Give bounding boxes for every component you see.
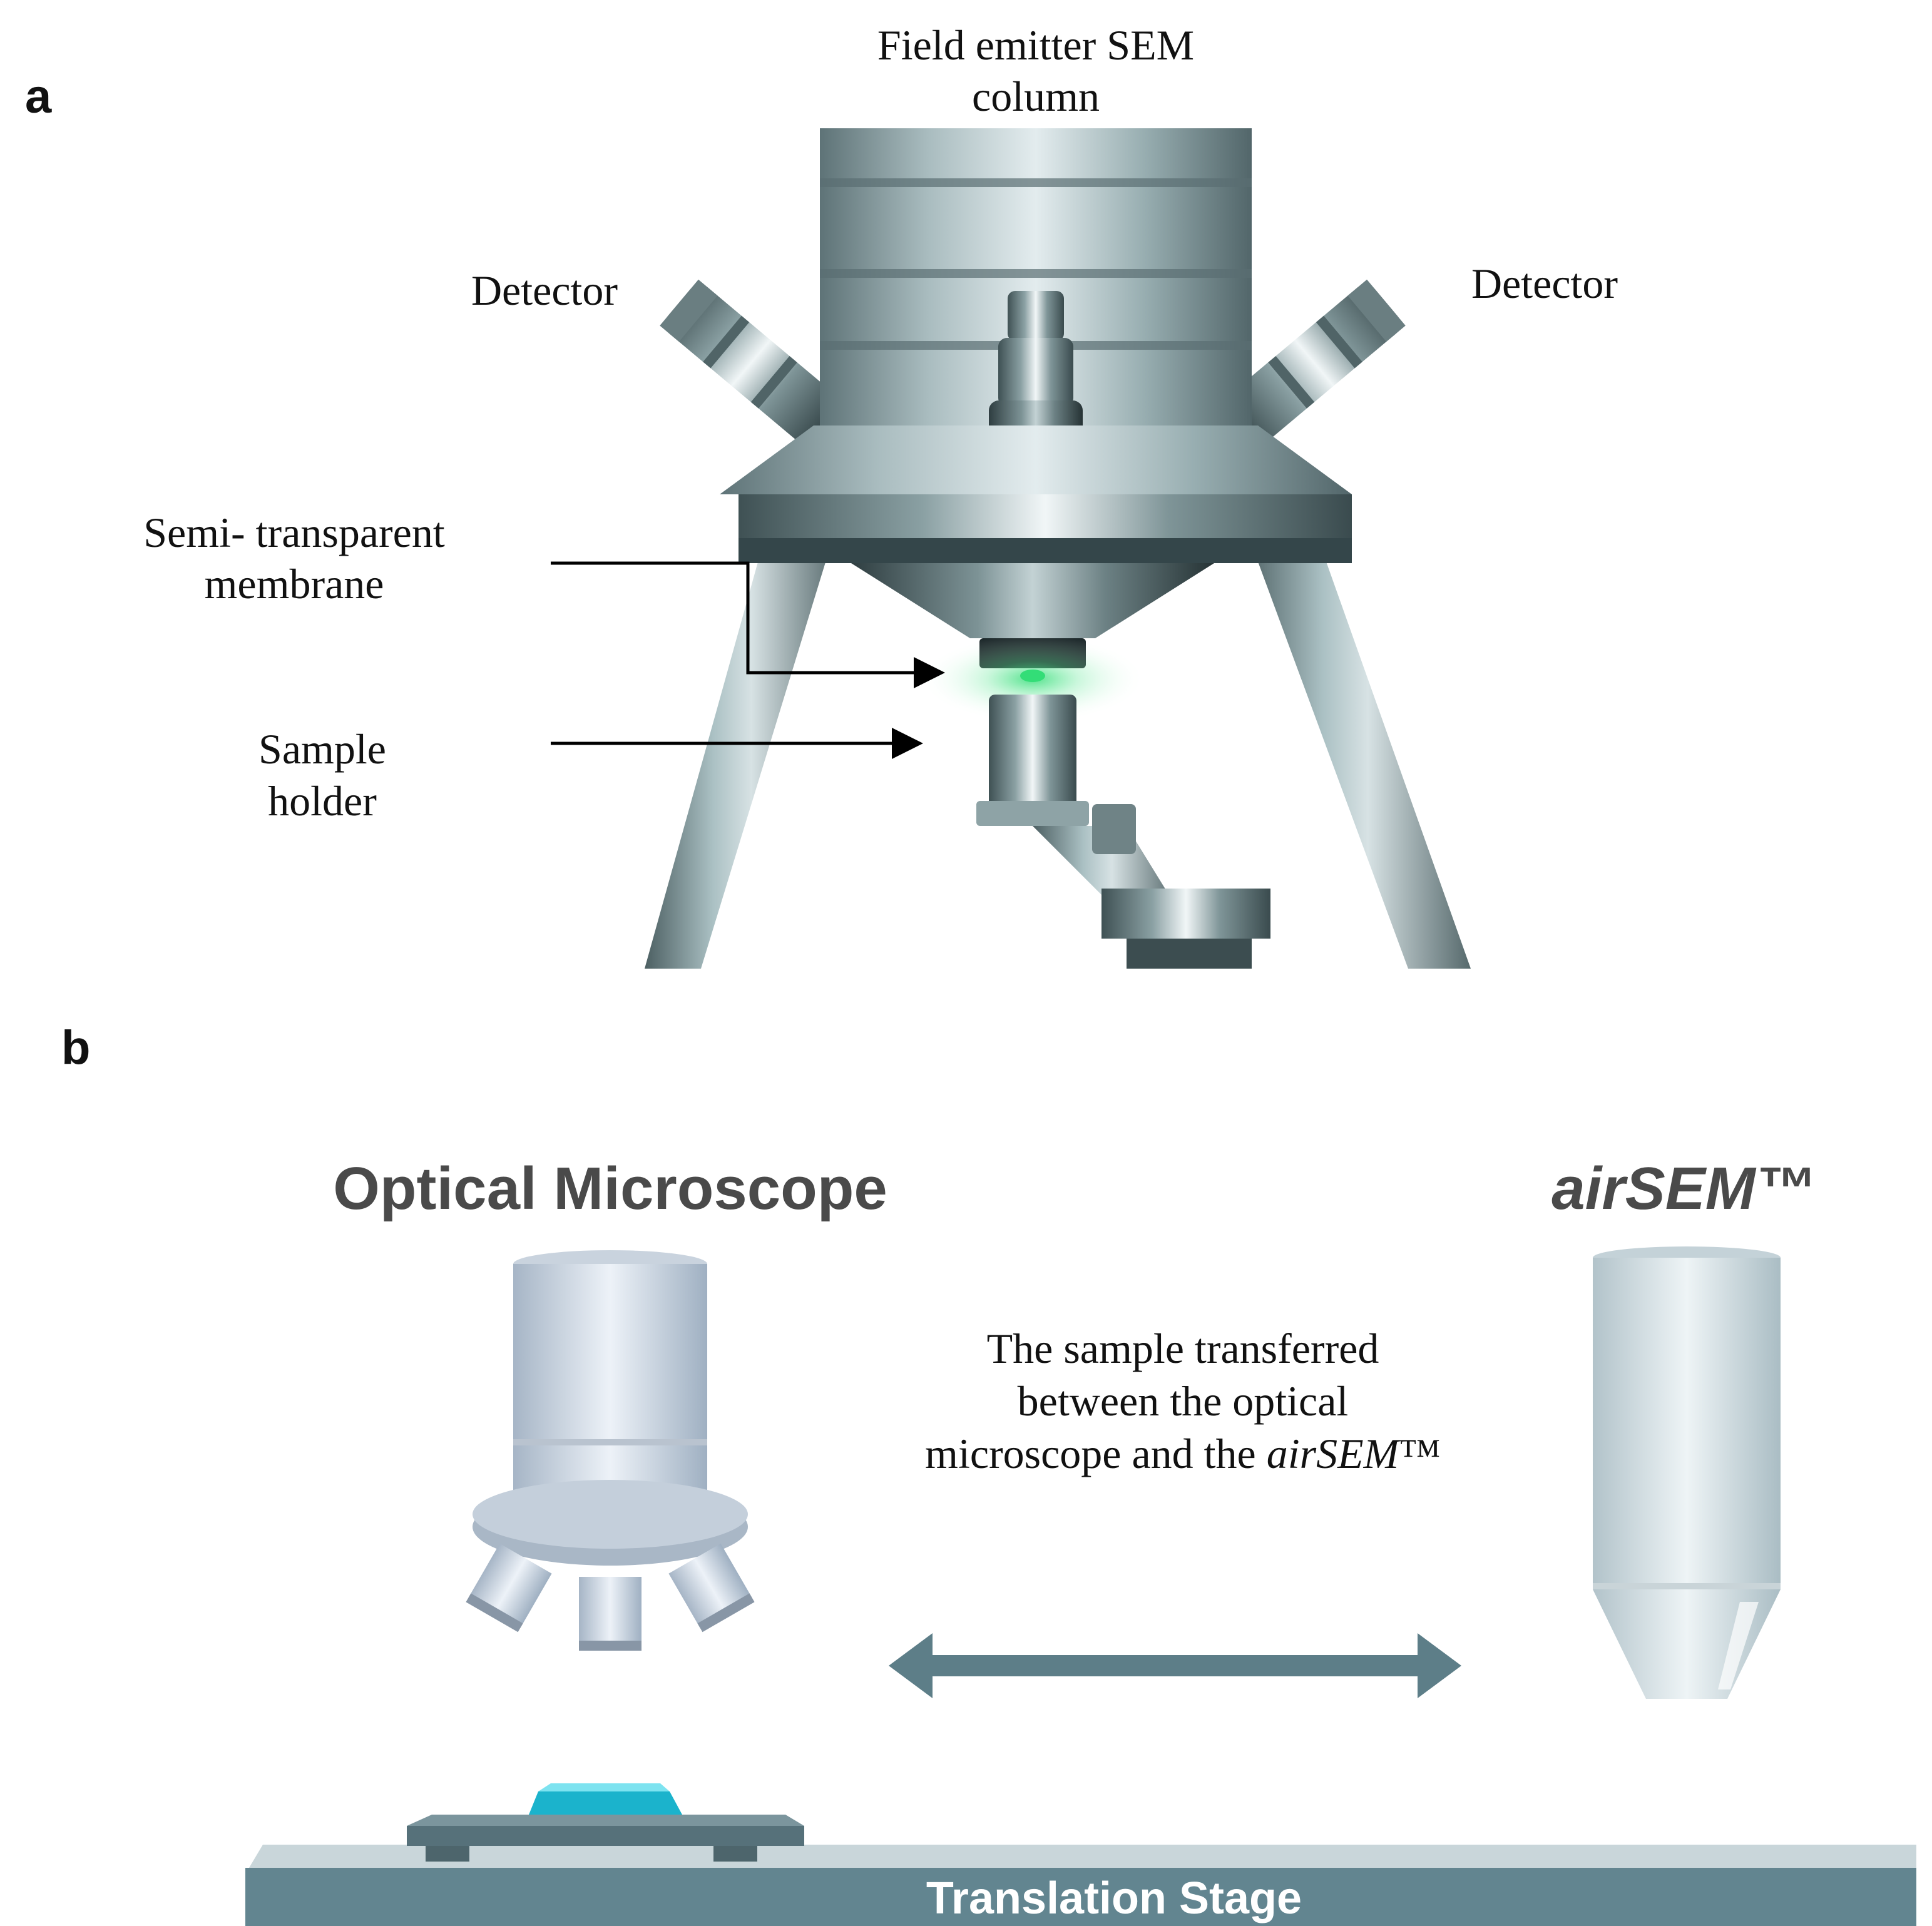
translation-stage-label: Translation Stage: [926, 1873, 1302, 1923]
translation-stage: [245, 1845, 1916, 1926]
transfer-text-line1: The sample transferred: [987, 1325, 1379, 1372]
optical-microscope-title: Optical Microscope: [333, 1155, 887, 1222]
column-label-line1: Field emitter SEM: [877, 21, 1194, 69]
right-leg: [1242, 519, 1471, 969]
membrane-label-line1: Semi- transparent: [143, 509, 445, 556]
airsem-column-illustration: [1593, 1246, 1781, 1699]
panel-b-letter: b: [61, 1021, 90, 1074]
holder-arm: [1033, 826, 1177, 907]
transfer-text-line2: between the optical: [1018, 1377, 1349, 1425]
sem-apparatus-illustration: [645, 128, 1471, 969]
holder-label-line1: Sample: [258, 725, 386, 773]
right-detector: [1228, 279, 1406, 442]
membrane-label-line2: membrane: [205, 560, 384, 608]
transfer-text-line3-italic: airSEM: [1267, 1430, 1401, 1477]
membrane-pointer-arrow: [551, 561, 945, 688]
sample-on-stage: [407, 1783, 804, 1862]
airsem-title: airSEM™: [1551, 1155, 1815, 1222]
holder-label-line2: holder: [268, 777, 377, 825]
detector-right-label: Detector: [1471, 260, 1618, 307]
holder-stage: [1101, 889, 1270, 939]
left-detector: [660, 279, 837, 442]
transfer-double-arrow: [889, 1633, 1461, 1698]
transfer-text-line3-prefix: microscope and the: [925, 1430, 1267, 1477]
transfer-text-line3: microscope and the airSEM™: [925, 1430, 1441, 1477]
panel-a-letter: a: [25, 70, 52, 123]
detector-left-label: Detector: [471, 267, 618, 314]
optical-microscope-illustration: [466, 1250, 755, 1651]
column-label-line2: column: [972, 73, 1100, 120]
column-cone: [851, 563, 1214, 638]
sample-slide: [529, 1791, 682, 1815]
transfer-text-line3-suffix: ™: [1399, 1430, 1441, 1477]
mount-ring: [739, 494, 1352, 538]
sample-holder: [989, 695, 1076, 807]
column-flange: [720, 425, 1352, 494]
